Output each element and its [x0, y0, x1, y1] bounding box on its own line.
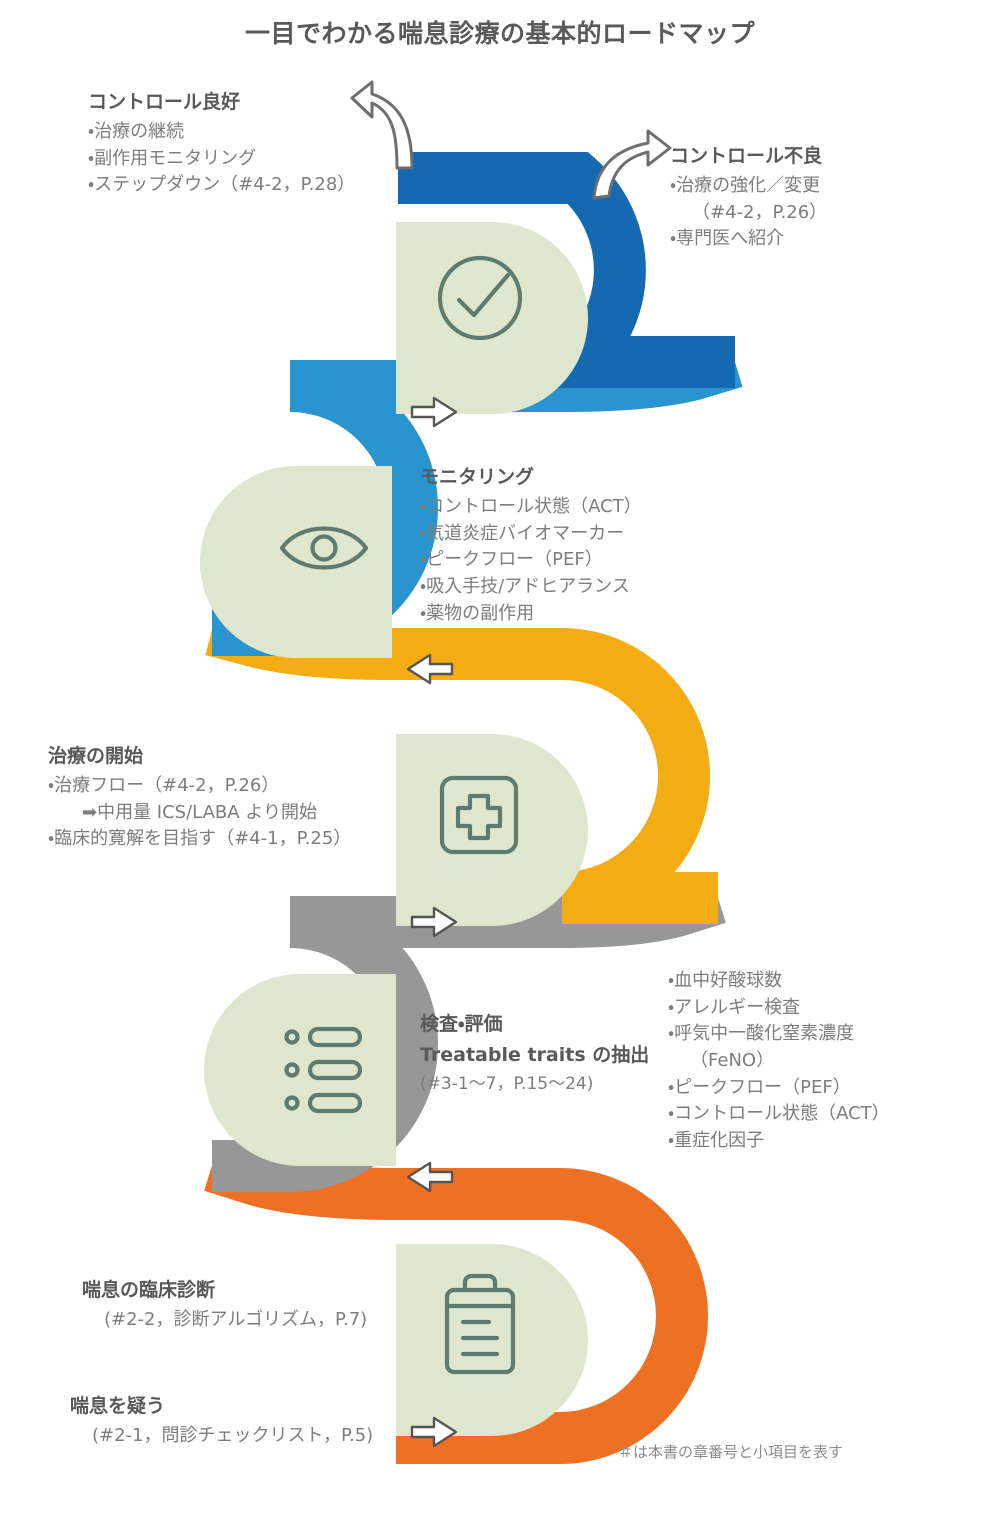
tile-treatment	[396, 734, 588, 926]
exam-list-item-5: ・コントロール状態（ACT）	[668, 1103, 890, 1125]
suspect-asthma-heading: 喘息を疑う	[70, 1395, 166, 1417]
arrow-left-icon-treatment	[406, 653, 454, 685]
exam-list-item-2: ・呼気中一酸化窒素濃度	[668, 1023, 855, 1045]
footnote: ＃は本書の章番号と小項目を表す	[618, 1443, 844, 1461]
bulleted-list-icon	[284, 1026, 363, 1114]
node-suspect-asthma: 喘息を疑う (#2-1，問診チェックリスト，P.5)	[70, 1392, 373, 1450]
node-exam-list: ・血中好酸球数 ・アレルギー検査 ・呼気中一酸化窒素濃度 （FeNO） ・ピーク…	[668, 968, 890, 1154]
node-bad-control: コントロール不良 ・治療の強化／変更 （#4-2，P.26） ・専門医へ紹介	[670, 142, 827, 253]
node-treatment-start: 治療の開始 ・治療フロー（#4-2，P.26） ➡中用量 ICS/LABA より…	[48, 742, 351, 853]
node-exam-eval: 検査・評価 Treatable traits の抽出 (#3-1〜7，P.15〜…	[420, 1010, 649, 1097]
node-clinical-diagnosis: 喘息の臨床診断 (#2-2，診断アルゴリズム，P.7)	[82, 1276, 367, 1334]
monitoring-item-2: ・ピークフロー（PEF）	[420, 549, 603, 571]
good-control-item-0: ・治療の継続	[88, 121, 185, 143]
curved-arrow-up-right-icon	[592, 129, 672, 200]
monitoring-item-3: ・吸入手技/アドヒアランス	[420, 575, 630, 597]
bad-control-item-0: ・治療の強化／変更	[670, 175, 821, 197]
arrow-right-icon-monitor	[410, 396, 458, 428]
monitoring-heading: モニタリング	[420, 466, 535, 488]
bad-control-item-2: ・専門医へ紹介	[670, 228, 785, 250]
treatment-start-item-0: ・治療フロー（#4-2，P.26）	[48, 775, 280, 797]
exam-list-item-3: （FeNO）	[690, 1049, 775, 1071]
treatment-start-item-1: ➡中用量 ICS/LABA より開始	[82, 801, 317, 823]
monitoring-item-4: ・薬物の副作用	[420, 602, 535, 624]
node-good-control: コントロール良好 ・治療の継続 ・副作用モニタリング ・ステップダウン（#4-2…	[88, 88, 355, 199]
clipboard-icon	[444, 1273, 516, 1375]
ribbon-orange	[204, 1141, 708, 1464]
eye-icon	[279, 526, 369, 570]
arrow-right-icon-exam	[410, 906, 458, 938]
bad-control-item-1: （#4-2，P.26）	[692, 201, 828, 223]
treatment-start-item-2: ・臨床的寛解を目指す（#4-1，P.25）	[48, 828, 352, 850]
check-circle-icon	[437, 255, 523, 341]
exam-eval-subtitle: Treatable traits の抽出	[420, 1044, 650, 1067]
suspect-asthma-ref: (#2-1，問診チェックリスト，P.5)	[92, 1425, 374, 1447]
medical-cross-icon	[439, 775, 519, 855]
arrow-right-icon-start	[410, 1416, 458, 1448]
monitoring-item-1: ・気道炎症バイオマーカー	[420, 522, 625, 544]
exam-eval-ref: (#3-1〜7，P.15〜24)	[420, 1074, 594, 1095]
arrow-left-icon-diagnosis	[406, 1161, 454, 1193]
page-title: 一目でわかる喘息診療の基本的ロードマップ	[244, 19, 755, 48]
clinical-diagnosis-heading: 喘息の臨床診断	[82, 1279, 216, 1301]
good-control-heading: コントロール良好	[88, 91, 241, 113]
monitoring-item-0: ・コントロール状態（ACT）	[420, 496, 642, 518]
good-control-item-2: ・ステップダウン（#4-2，P.28）	[88, 174, 356, 196]
node-monitoring: モニタリング ・コントロール状態（ACT） ・気道炎症バイオマーカー ・ピークフ…	[420, 463, 642, 627]
tile-good-control	[396, 222, 588, 414]
treatment-start-heading: 治療の開始	[48, 745, 144, 767]
exam-eval-heading: 検査・評価	[420, 1013, 503, 1035]
exam-list-item-4: ・ピークフロー（PEF）	[668, 1076, 851, 1098]
exam-list-item-1: ・アレルギー検査	[668, 996, 801, 1018]
bad-control-heading: コントロール不良	[670, 145, 823, 167]
exam-list-item-6: ・重症化因子	[668, 1129, 765, 1151]
clinical-diagnosis-ref: (#2-2，診断アルゴリズム，P.7)	[104, 1309, 368, 1331]
curved-arrow-up-left-icon	[350, 80, 414, 170]
tile-exam	[204, 974, 396, 1166]
exam-list-item-0: ・血中好酸球数	[668, 970, 783, 991]
good-control-item-1: ・副作用モニタリング	[88, 147, 257, 169]
